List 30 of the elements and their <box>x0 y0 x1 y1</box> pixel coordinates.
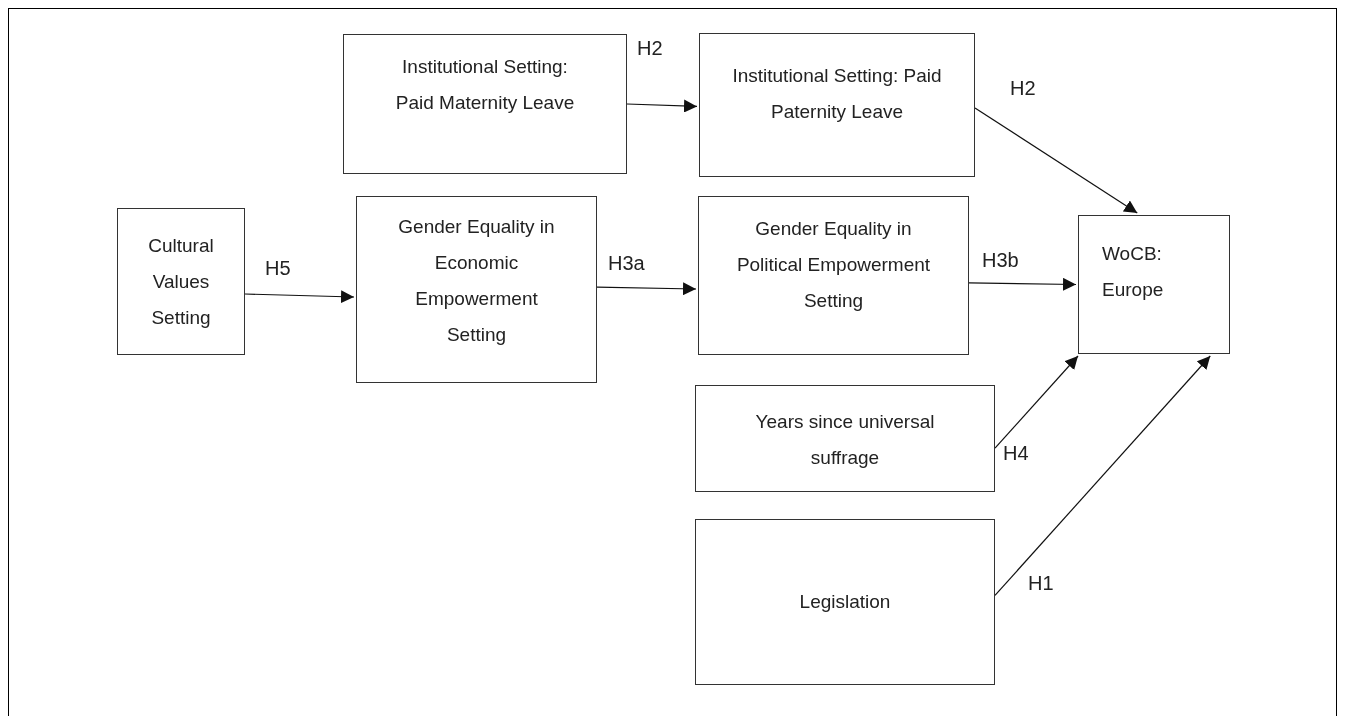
node-box <box>695 385 995 492</box>
edge-label: H2 <box>1010 76 1036 100</box>
edge-label: H3b <box>982 248 1019 272</box>
arrow <box>994 355 1211 596</box>
node-label: Gender Equality in Political Empowerment Setting <box>735 217 932 313</box>
node-label: Years since universal suffrage <box>754 410 936 470</box>
node-box <box>698 196 969 355</box>
node-label: Institutional Setting: Paid Maternity Leave <box>394 55 576 115</box>
node-box <box>356 196 597 383</box>
node-label: WoCB: Europe <box>1102 242 1165 302</box>
node-label: Institutional Setting: Paid Paternity Leave <box>731 64 943 124</box>
arrow <box>626 99 698 113</box>
arrow <box>974 107 1138 214</box>
arrow <box>596 282 697 296</box>
edge-label: H2 <box>637 36 663 60</box>
arrow <box>244 290 355 304</box>
edge-label: H1 <box>1028 571 1054 595</box>
arrow <box>968 277 1077 291</box>
node-box <box>1078 215 1230 354</box>
node-box <box>343 34 627 174</box>
node-label: Cultural Values Setting <box>147 233 215 330</box>
node-box <box>695 519 995 685</box>
edge-label: H4 <box>1003 441 1029 465</box>
node-box <box>117 208 245 355</box>
node-label: Legislation <box>799 590 891 614</box>
edge-label: H3a <box>608 251 645 275</box>
node-label: Gender Equality in Economic Empowerment Setting <box>397 215 556 347</box>
arrow <box>994 355 1079 449</box>
edge-label: H5 <box>265 256 291 280</box>
node-box <box>699 33 975 177</box>
